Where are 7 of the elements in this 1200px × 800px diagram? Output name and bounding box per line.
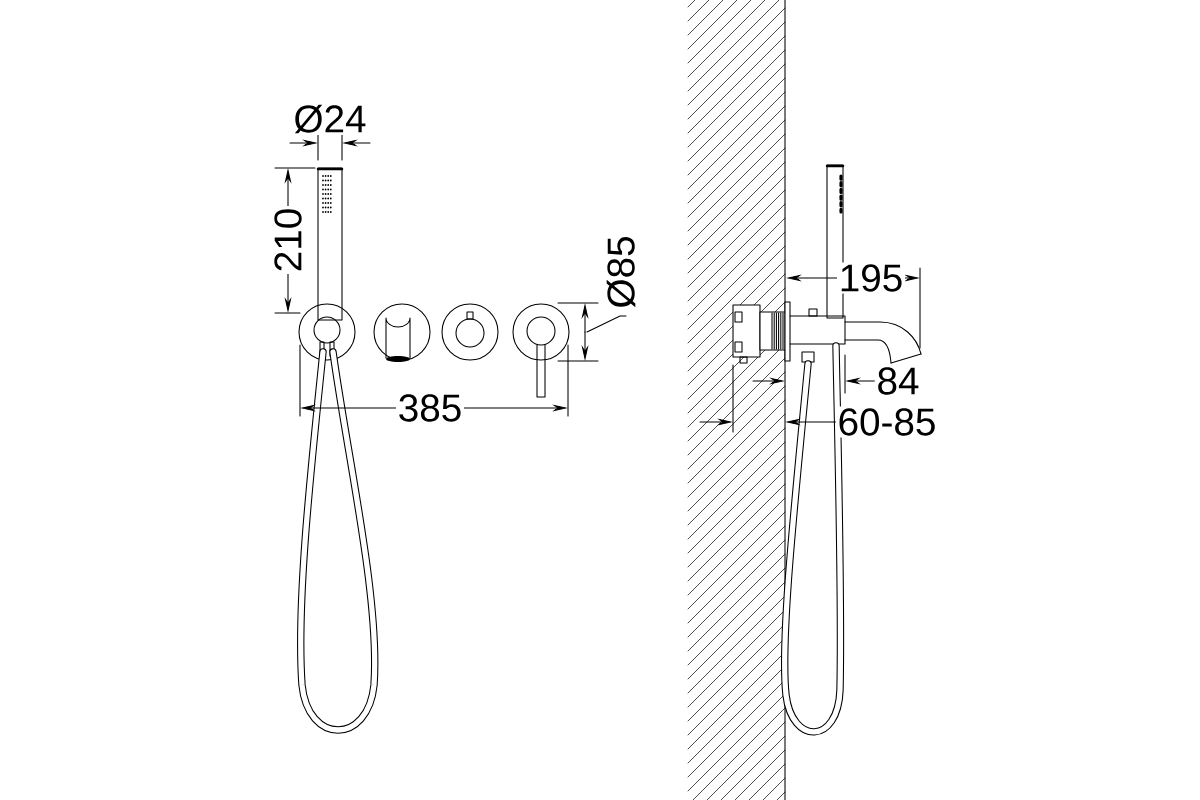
dimension-label: 84 — [874, 365, 922, 397]
dimension-label: Ø24 — [291, 102, 369, 136]
dimension-label: 195 — [837, 262, 905, 294]
dimension-label: Ø85 — [604, 233, 638, 311]
dimension-label: 60-85 — [835, 406, 939, 438]
dimension-label: 210 — [272, 206, 304, 274]
dimension-label: 385 — [396, 392, 464, 424]
